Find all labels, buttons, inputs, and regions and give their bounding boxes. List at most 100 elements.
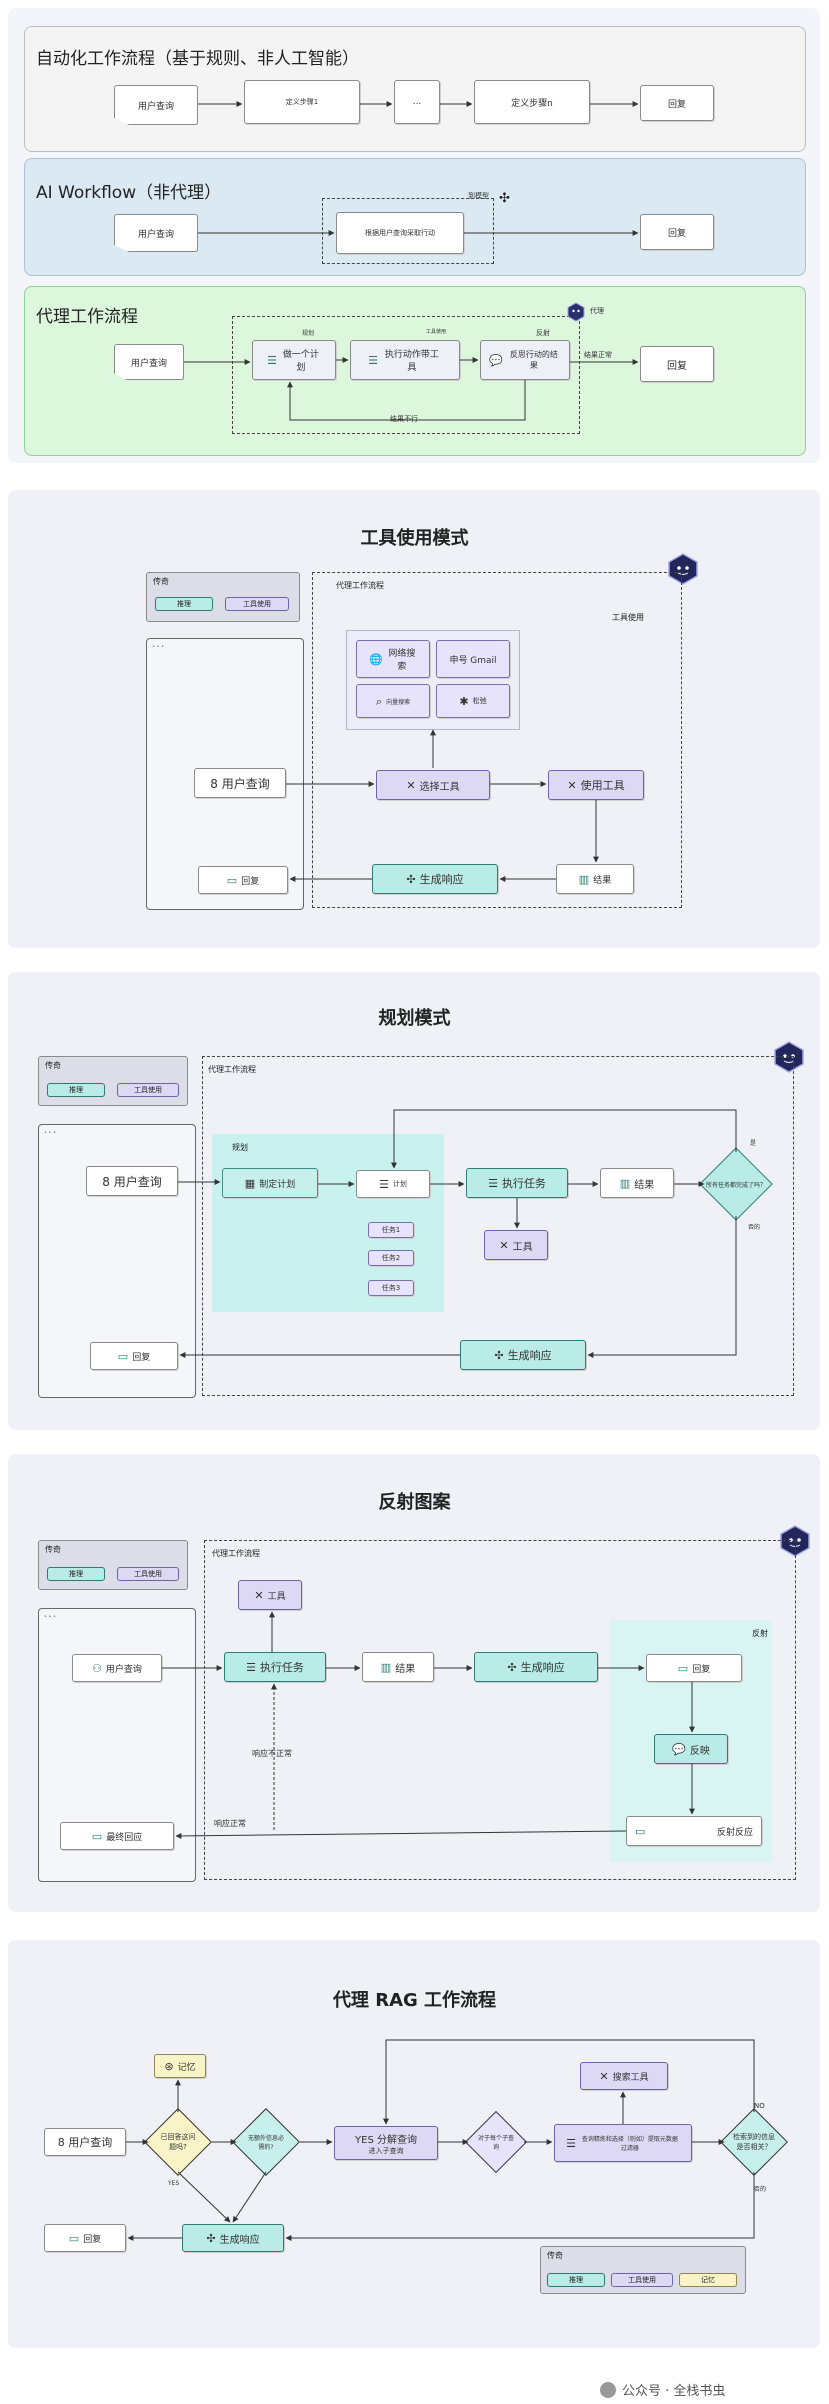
s3-legend: 传奇 推理 工具使用 (38, 1056, 188, 1106)
s4-exec-label: 执行任务 (259, 1661, 304, 1674)
s3-tool-label: 工具 (512, 1241, 533, 1253)
s4-reply-box: ▭回复 (646, 1654, 742, 1682)
bar-chart-icon: ▥ (619, 1176, 631, 1190)
s5-legend-tool: 工具使用 (611, 2273, 673, 2287)
s3-generate-label: 生成响应 (507, 1349, 552, 1362)
s5-relevant-label: 检索到的信息是否相关？ (733, 2133, 775, 2151)
s5-memory-box: ⊛记忆 (154, 2054, 206, 2078)
s4-reflect-label: 反射 (752, 1629, 768, 1638)
s4-legend-title: 传奇 (45, 1545, 61, 1554)
s4-frame-label: 代理工作流程 (212, 1549, 260, 1558)
s4-tool-label: 工具 (267, 1591, 286, 1602)
s3-generate-box: ✣生成响应 (460, 1340, 586, 1370)
panel3-reflect-box: 💬反思行动的结果 (480, 340, 570, 380)
panel2-model-label: 到模型 (468, 192, 489, 200)
s3-exec-label: 执行任务 (501, 1177, 546, 1190)
s3-plan-label: 规划 (232, 1143, 248, 1152)
s2-reply-label: 回复 (241, 876, 260, 887)
model-network-icon: ✣ (499, 191, 510, 206)
s4-feedback-label: 反射反应 (716, 1827, 753, 1838)
chat-icon: ▭ (635, 1824, 646, 1838)
s2-chat-window-dots: • • • (152, 644, 165, 650)
panel3-exec-box: ☰执行动作带工具 (350, 340, 460, 380)
reflect-label: 反射 (536, 329, 550, 337)
s5-reply-box: ▭回复 (44, 2224, 126, 2252)
s5-query-box: 8 用户查询 (44, 2128, 126, 2156)
list-icon: ☰ (566, 2136, 576, 2150)
s3-no-label: 否的 (748, 1224, 761, 1231)
s3-plan-label-text: 计划 (392, 1180, 407, 1188)
panel1-title: 自动化工作流程（基于规则、非人工智能） (36, 49, 359, 69)
s5-generate-label: 生成响应 (219, 2234, 260, 2246)
s4-feedback-box: ▭ 反射反应 (626, 1816, 762, 1846)
s5-reply-label: 回复 (83, 2234, 102, 2245)
panel2-query-box: 用户查询 (114, 214, 198, 252)
s4-reply-label: 回复 (692, 1664, 711, 1675)
s5-legend-memory: 记忆 (679, 2273, 737, 2287)
wrench-icon: ✕ (406, 778, 416, 792)
wechat-icon (600, 2381, 616, 2398)
plan-list-icon: ☰ (267, 353, 277, 367)
s3-legend-title: 传奇 (45, 1061, 61, 1070)
s4-legend: 传奇 推理 工具使用 (38, 1540, 188, 1590)
s3-task3-box: 任务3 (368, 1280, 414, 1296)
globe-icon: 🌐 (369, 652, 383, 666)
s3-frame-label: 代理工作流程 (208, 1065, 256, 1074)
vector-search-icon: ⌕ (375, 694, 383, 708)
s5-decompose-sub: 进入子查询 (368, 2146, 404, 2155)
s2-frame-label: 代理工作流程 (336, 581, 384, 590)
s3-plan-box: ☰计划 (356, 1170, 430, 1198)
s3-make-plan-box: ▦制定计划 (222, 1168, 318, 1198)
s2-legend-reasoning: 推理 (155, 597, 213, 611)
s4-normal-label: 响应正常 (214, 1819, 246, 1828)
s4-legend-reasoning: 推理 (47, 1567, 105, 1581)
s5-no2-label: 否的 (754, 2186, 767, 2193)
panel2-action-box: 根据用户查询采取行动 (336, 212, 464, 254)
s2-tool-search: 🌐 网络搜索 (356, 640, 430, 678)
slack-icon: ✱ (459, 694, 469, 708)
s2-tool-vector-label: 向量搜索 (386, 698, 411, 706)
s4-legend-tool: 工具使用 (117, 1567, 179, 1581)
s4-agent-frame (204, 1540, 796, 1880)
s5-q1-label: 已回答这问题吗? (160, 2133, 196, 2151)
s2-agent-frame (312, 572, 682, 908)
chat-icon: ▭ (68, 2231, 80, 2245)
s5-yes-label: YES (168, 2180, 180, 2187)
panel2-title: AI Workflow（非代理） (36, 183, 222, 203)
chat-icon: ▭ (91, 1829, 103, 1843)
s3-robot-icon (772, 1040, 806, 1074)
s2-tool-slack-label: 松弛 (472, 697, 487, 705)
result-bad-label: 结果不行 (390, 415, 418, 423)
s2-tool-use-label: 工具使用 (612, 613, 644, 622)
s3-tool-box: ✕工具 (484, 1230, 548, 1260)
s5-generate-box: ✣生成响应 (182, 2224, 284, 2252)
s2-tool-vector: ⌕向量搜索 (356, 684, 430, 718)
s4-final-label: 最终回应 (106, 1832, 143, 1843)
panel3-exec-label: 执行动作带工具 (384, 350, 439, 373)
panel1-query-box: 用户查询 (114, 85, 198, 125)
brain-icon: ⊛ (164, 2059, 174, 2073)
s4-reflect-text: 反映 (689, 1745, 710, 1757)
s3-title: 规划模式 (378, 1008, 451, 1029)
s3-result-label: 结果 (634, 1179, 655, 1191)
s3-legend-tool: 工具使用 (117, 1083, 179, 1097)
s2-tool-search-label: 网络搜索 (388, 649, 416, 672)
s2-use-tool-box: ✕使用工具 (548, 770, 644, 800)
bar-chart-icon: ▥ (380, 1660, 392, 1674)
s5-search-tool-box: ✕搜索工具 (580, 2062, 668, 2090)
list-icon: ☰ (246, 1660, 256, 1674)
s3-decision-label: 所有任务都完成了吗？ (705, 1181, 766, 1189)
network-icon: ✣ (406, 872, 416, 886)
s4-reflect-box: 💬反映 (654, 1734, 728, 1764)
s5-legend-reasoning: 推理 (547, 2273, 605, 2287)
s3-yes-label: 是 (750, 1140, 757, 1147)
tool-use-label: 工具使用 (426, 329, 447, 335)
panel2-model-frame (322, 198, 494, 264)
list-icon: ☰ (379, 1177, 389, 1191)
s5-retrieve-label: 查询精炼和选择（则如）提取元数据过滤器 (581, 2136, 678, 2152)
network-icon: ✣ (507, 1660, 517, 1674)
s3-chat-window-dots: • • • (44, 1130, 57, 1136)
panel3-agent-label: 代理 (590, 307, 604, 315)
s5-decompose-box: YES 分解查询 进入子查询 (334, 2126, 438, 2160)
s5-decompose-label: YES 分解查询 (355, 2134, 417, 2146)
